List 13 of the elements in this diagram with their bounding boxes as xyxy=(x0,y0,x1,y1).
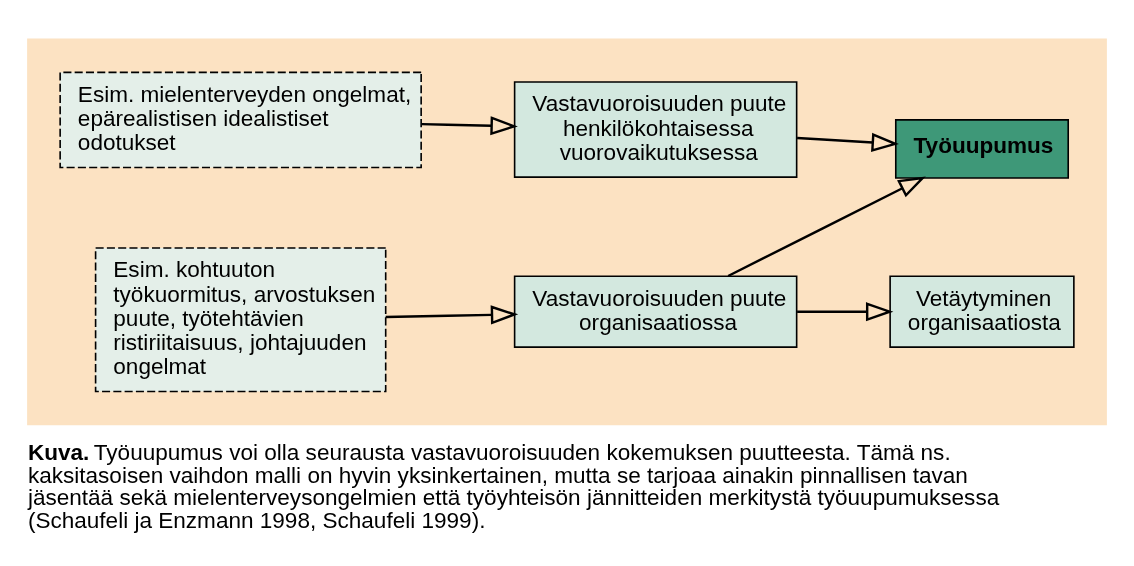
caption: Kuva. Työuupumus voi olla seurausta vastavuoroisuuden kokemuksen puutteesta. Tämä ns. kaksitasoisen vaihdon malli on hyvin yksinkertainen, mutta se tarjoaa ainakin pinnallisen tavan jäsentää sekä mielenterveysongelmien että työyhteisön jännitteiden merkitystä työuupumuksessa (Schaufeli ja Enzmann 1998, Schaufeli 1999). xyxy=(27,439,1000,533)
arrow xyxy=(727,175,926,277)
node-box: Vetäytyminen organisaatiosta xyxy=(889,274,1075,348)
node-box: Esim. mielenterveyden ongelmat, epärealistisen idealistiset odotukset xyxy=(59,71,422,168)
arrow xyxy=(385,304,519,324)
node-box: Vastavuoroisuuden puute henkilökohtaisessa vuorovaikutuksessa xyxy=(513,80,798,178)
arrow xyxy=(421,115,518,135)
arrow xyxy=(797,301,894,321)
node-box: Esim. kohtuuton työkuormitus, arvostuksen puute, työtehtävien ristiriitaisuus, johtajuuden ongelmat xyxy=(94,246,387,392)
node-box: Vastavuoroisuuden puute organisaatiossa xyxy=(513,274,798,348)
arrow xyxy=(797,132,899,152)
cluster xyxy=(27,38,1107,425)
node-box: Työuupumus xyxy=(894,118,1069,179)
